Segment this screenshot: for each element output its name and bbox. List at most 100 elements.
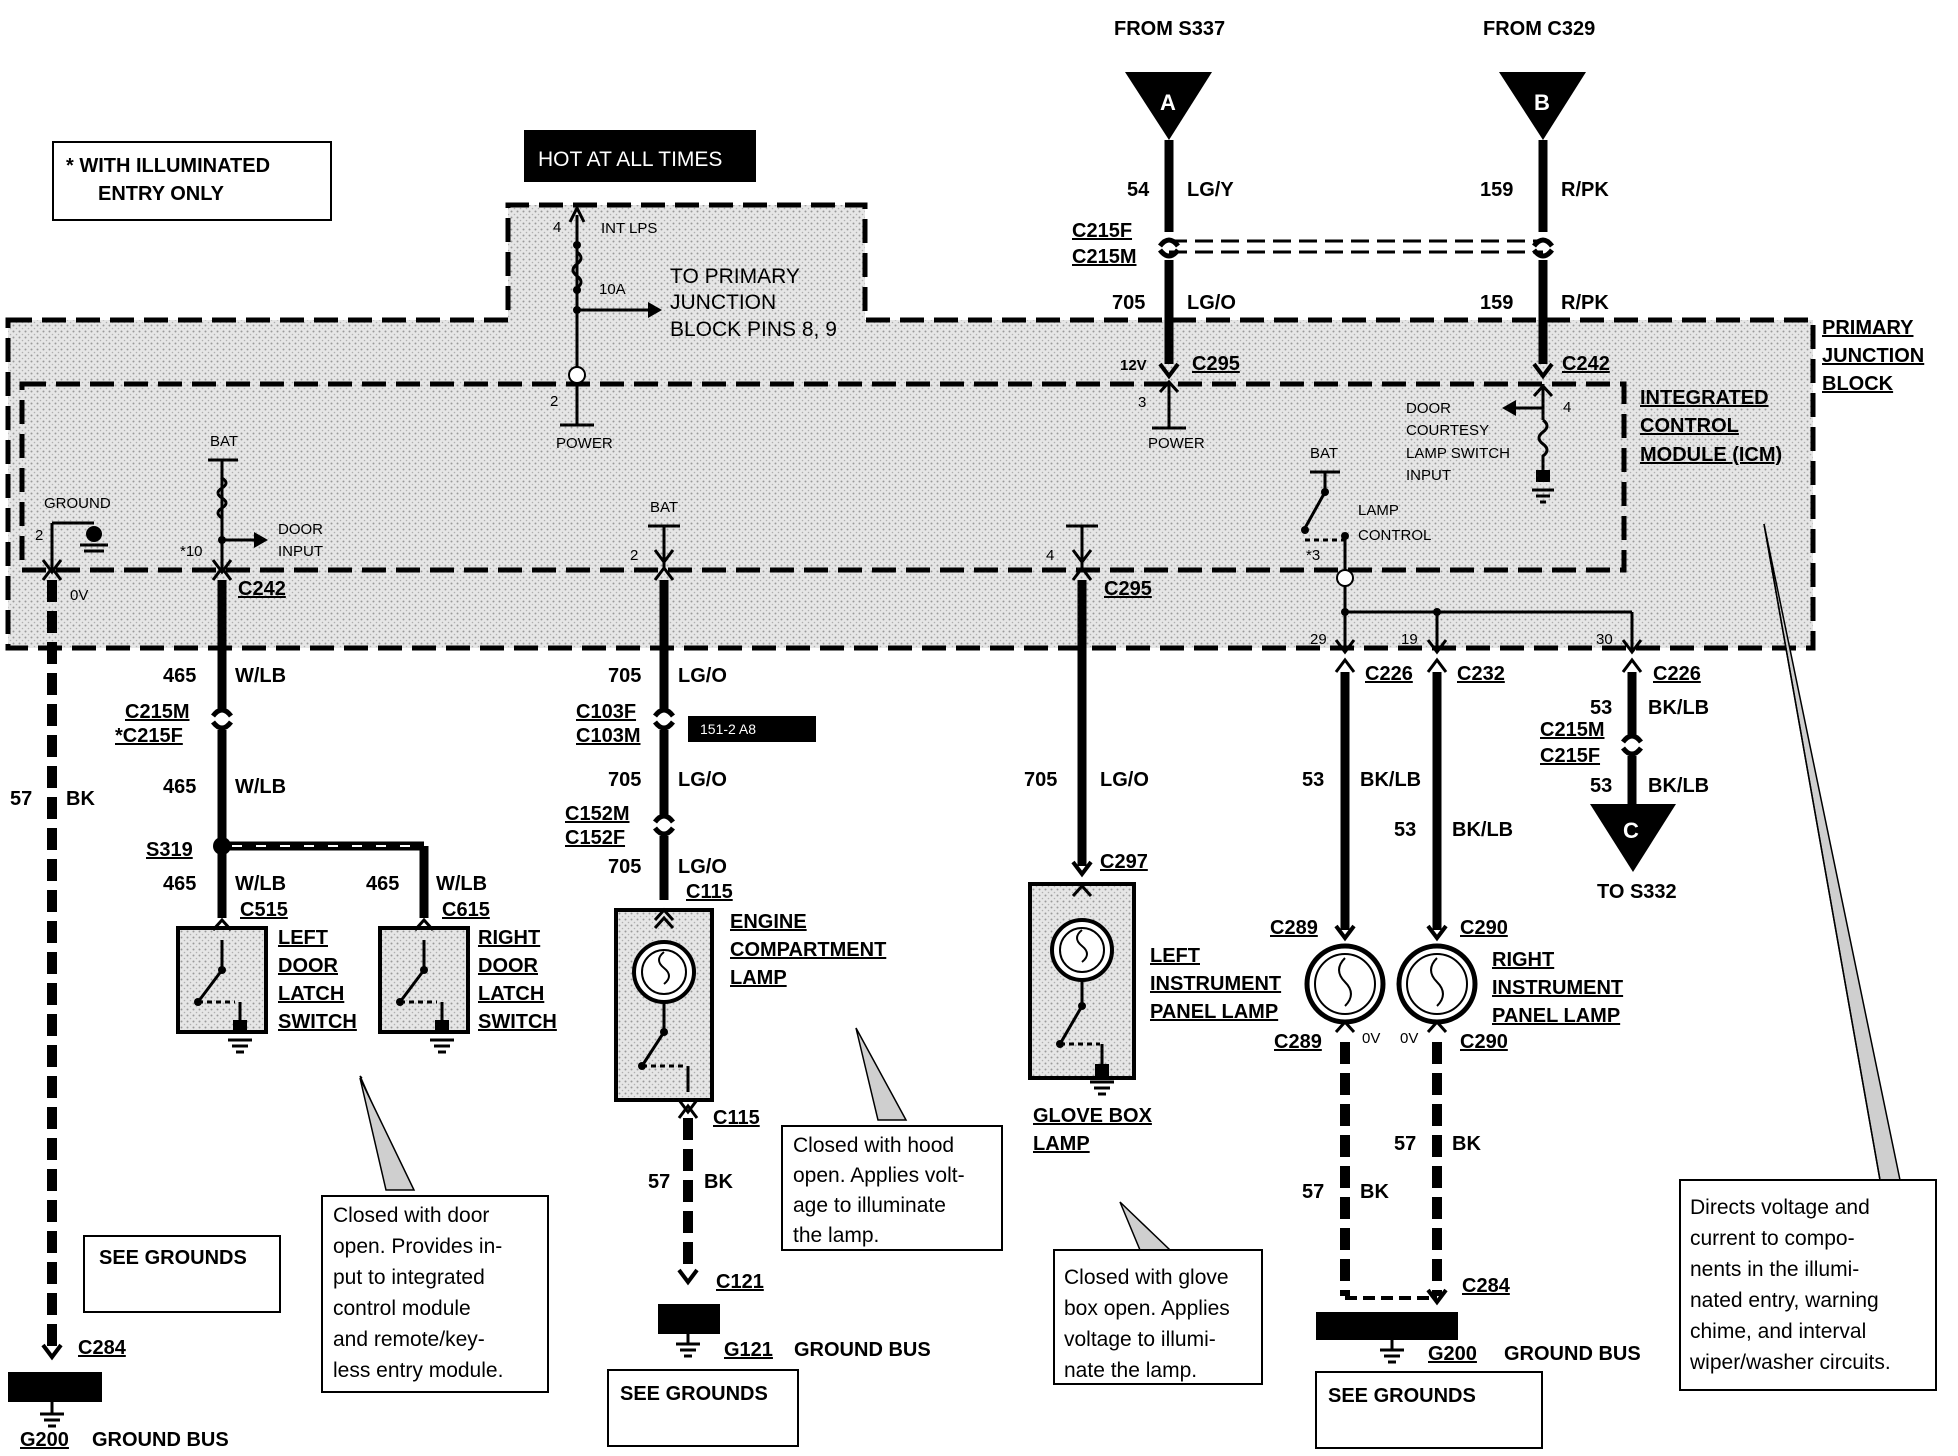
svg-text:SWITCH: SWITCH bbox=[278, 1011, 357, 1033]
svg-text:C103M: C103M bbox=[576, 725, 640, 747]
svg-text:C226: C226 bbox=[1653, 663, 1701, 685]
svg-text:LG/Y: LG/Y bbox=[1187, 179, 1234, 201]
svg-text:RIGHT: RIGHT bbox=[478, 927, 540, 949]
svg-text:current to compo-: current to compo- bbox=[1690, 1227, 1855, 1250]
right-instrument-panel-lamp: 53 BK/LB C290 0V C290 RIGHT INSTRUMENT P… bbox=[1316, 672, 1641, 1365]
svg-text:R/PK: R/PK bbox=[1561, 292, 1609, 314]
svg-text:G200: G200 bbox=[1428, 1343, 1477, 1365]
svg-text:BK: BK bbox=[704, 1171, 733, 1193]
svg-text:voltage to illumi-: voltage to illumi- bbox=[1064, 1328, 1216, 1351]
svg-text:* WITH ILLUMINATED: * WITH ILLUMINATED bbox=[66, 155, 270, 177]
svg-text:JUNCTION: JUNCTION bbox=[1822, 345, 1924, 367]
svg-text:C515: C515 bbox=[240, 899, 288, 921]
icm-outline bbox=[19, 381, 1627, 573]
svg-text:LG/O: LG/O bbox=[1187, 292, 1236, 314]
svg-text:159: 159 bbox=[1480, 179, 1513, 201]
svg-text:C295: C295 bbox=[1192, 353, 1240, 375]
svg-text:57: 57 bbox=[10, 788, 32, 810]
module-shading bbox=[8, 205, 1813, 648]
svg-text:LAMP SWITCH: LAMP SWITCH bbox=[1406, 445, 1510, 462]
svg-text:C295: C295 bbox=[1104, 578, 1152, 600]
svg-text:PANEL LAMP: PANEL LAMP bbox=[1150, 1001, 1278, 1023]
svg-text:2: 2 bbox=[35, 527, 43, 544]
svg-text:C297: C297 bbox=[1100, 851, 1148, 873]
note-hood: Closed with hood open. Applies volt- age… bbox=[781, 1125, 1003, 1251]
svg-text:4: 4 bbox=[1046, 547, 1054, 564]
source-b: FROM C329 B bbox=[1483, 18, 1595, 140]
svg-text:BK/LB: BK/LB bbox=[1648, 697, 1709, 719]
svg-text:PRIMARY: PRIMARY bbox=[1822, 317, 1914, 339]
svg-text:C152F: C152F bbox=[565, 827, 625, 849]
svg-text:SEE GROUNDS: SEE GROUNDS bbox=[620, 1383, 768, 1405]
svg-text:POWER: POWER bbox=[1148, 435, 1205, 452]
svg-text:ENGINE: ENGINE bbox=[730, 911, 807, 933]
svg-text:age to illuminate: age to illuminate bbox=[793, 1194, 946, 1217]
svg-text:nents in the illumi-: nents in the illumi- bbox=[1690, 1258, 1859, 1281]
see-grounds-2: SEE GROUNDS bbox=[607, 1369, 799, 1447]
see-grounds-3: SEE GROUNDS bbox=[1315, 1371, 1543, 1449]
left-door-latch-switch: LEFT DOOR LATCH SWITCH bbox=[176, 917, 357, 1054]
svg-text:*C215F: *C215F bbox=[115, 725, 183, 747]
svg-text:DOOR: DOOR bbox=[278, 521, 323, 538]
fuse-int-lps: 4 INT LPS 10A TO PRIMARY JUNCTION BLOCK … bbox=[550, 204, 837, 452]
svg-text:19: 19 bbox=[1401, 631, 1418, 648]
svg-text:W/LB: W/LB bbox=[436, 873, 487, 895]
svg-text:Closed with glove: Closed with glove bbox=[1064, 1266, 1229, 1289]
svg-text:G200: G200 bbox=[20, 1429, 69, 1451]
svg-text:53: 53 bbox=[1302, 769, 1324, 791]
svg-text:0V: 0V bbox=[70, 587, 88, 604]
svg-text:C115: C115 bbox=[713, 1107, 760, 1129]
wire-a-column: 54 LG/Y 705 LG/O bbox=[1112, 140, 1236, 430]
svg-text:POWER: POWER bbox=[556, 435, 613, 452]
source-a: FROM S337 A bbox=[1114, 18, 1225, 140]
svg-text:LG/O: LG/O bbox=[678, 665, 727, 687]
note-glove: Closed with glove box open. Applies volt… bbox=[1053, 1249, 1263, 1385]
svg-text:C215M: C215M bbox=[1540, 719, 1604, 741]
svg-text:HOT AT ALL TIMES: HOT AT ALL TIMES bbox=[538, 148, 722, 171]
c215-dashed-link: C215F C215M 12V C295 C242 3 POWER 4 DOOR… bbox=[1072, 220, 1610, 484]
svg-text:LG/O: LG/O bbox=[678, 769, 727, 791]
svg-text:W/LB: W/LB bbox=[235, 873, 286, 895]
left-instrument-panel-lamp: 53 BK/LB C289 C289 0V LEFT INSTRUMENT PA… bbox=[1150, 672, 1421, 1296]
svg-text:GROUND: GROUND bbox=[44, 495, 111, 512]
svg-text:BLOCK: BLOCK bbox=[1822, 373, 1894, 395]
svg-text:LEFT: LEFT bbox=[1150, 945, 1200, 967]
svg-text:FROM S337: FROM S337 bbox=[1114, 18, 1225, 40]
svg-text:C: C bbox=[1623, 818, 1639, 843]
svg-text:C290: C290 bbox=[1460, 917, 1508, 939]
legend-note: * WITH ILLUMINATED ENTRY ONLY bbox=[52, 141, 332, 221]
svg-text:W/LB: W/LB bbox=[235, 776, 286, 798]
svg-text:0V: 0V bbox=[1362, 1030, 1380, 1047]
svg-text:and remote/key-: and remote/key- bbox=[333, 1328, 485, 1351]
icm-label: INTEGRATED CONTROL MODULE (ICM) bbox=[1640, 387, 1782, 466]
svg-text:465: 465 bbox=[163, 776, 196, 798]
svg-text:TO S332: TO S332 bbox=[1597, 881, 1677, 903]
svg-text:BK: BK bbox=[66, 788, 95, 810]
svg-text:PANEL LAMP: PANEL LAMP bbox=[1492, 1005, 1620, 1027]
svg-text:put to integrated: put to integrated bbox=[333, 1266, 485, 1289]
svg-text:12V: 12V bbox=[1120, 357, 1147, 374]
svg-text:INPUT: INPUT bbox=[1406, 467, 1451, 484]
svg-text:GROUND BUS: GROUND BUS bbox=[1504, 1343, 1641, 1365]
svg-text:BAT: BAT bbox=[210, 433, 238, 450]
svg-text:C290: C290 bbox=[1460, 1031, 1508, 1053]
svg-text:nate the lamp.: nate the lamp. bbox=[1064, 1359, 1197, 1382]
svg-text:open. Provides in-: open. Provides in- bbox=[333, 1235, 502, 1258]
svg-text:Directs voltage and: Directs voltage and bbox=[1690, 1196, 1870, 1219]
callout-pointers bbox=[359, 523, 1901, 1251]
svg-text:the lamp.: the lamp. bbox=[793, 1224, 879, 1247]
svg-text:*3: *3 bbox=[1306, 547, 1320, 564]
svg-text:C615: C615 bbox=[442, 899, 490, 921]
svg-text:W/LB: W/LB bbox=[235, 665, 286, 687]
svg-text:C215F: C215F bbox=[1072, 220, 1132, 242]
svg-text:C289: C289 bbox=[1274, 1031, 1322, 1053]
svg-text:INT LPS: INT LPS bbox=[601, 220, 657, 237]
svg-text:C242: C242 bbox=[1562, 353, 1610, 375]
svg-text:COMPARTMENT: COMPARTMENT bbox=[730, 939, 886, 961]
svg-text:465: 465 bbox=[163, 665, 196, 687]
svg-text:GROUND BUS: GROUND BUS bbox=[794, 1339, 931, 1361]
svg-text:C289: C289 bbox=[1270, 917, 1318, 939]
svg-text:53: 53 bbox=[1590, 697, 1612, 719]
svg-text:LAMP: LAMP bbox=[1358, 502, 1399, 519]
svg-text:CONTROL: CONTROL bbox=[1358, 527, 1431, 544]
